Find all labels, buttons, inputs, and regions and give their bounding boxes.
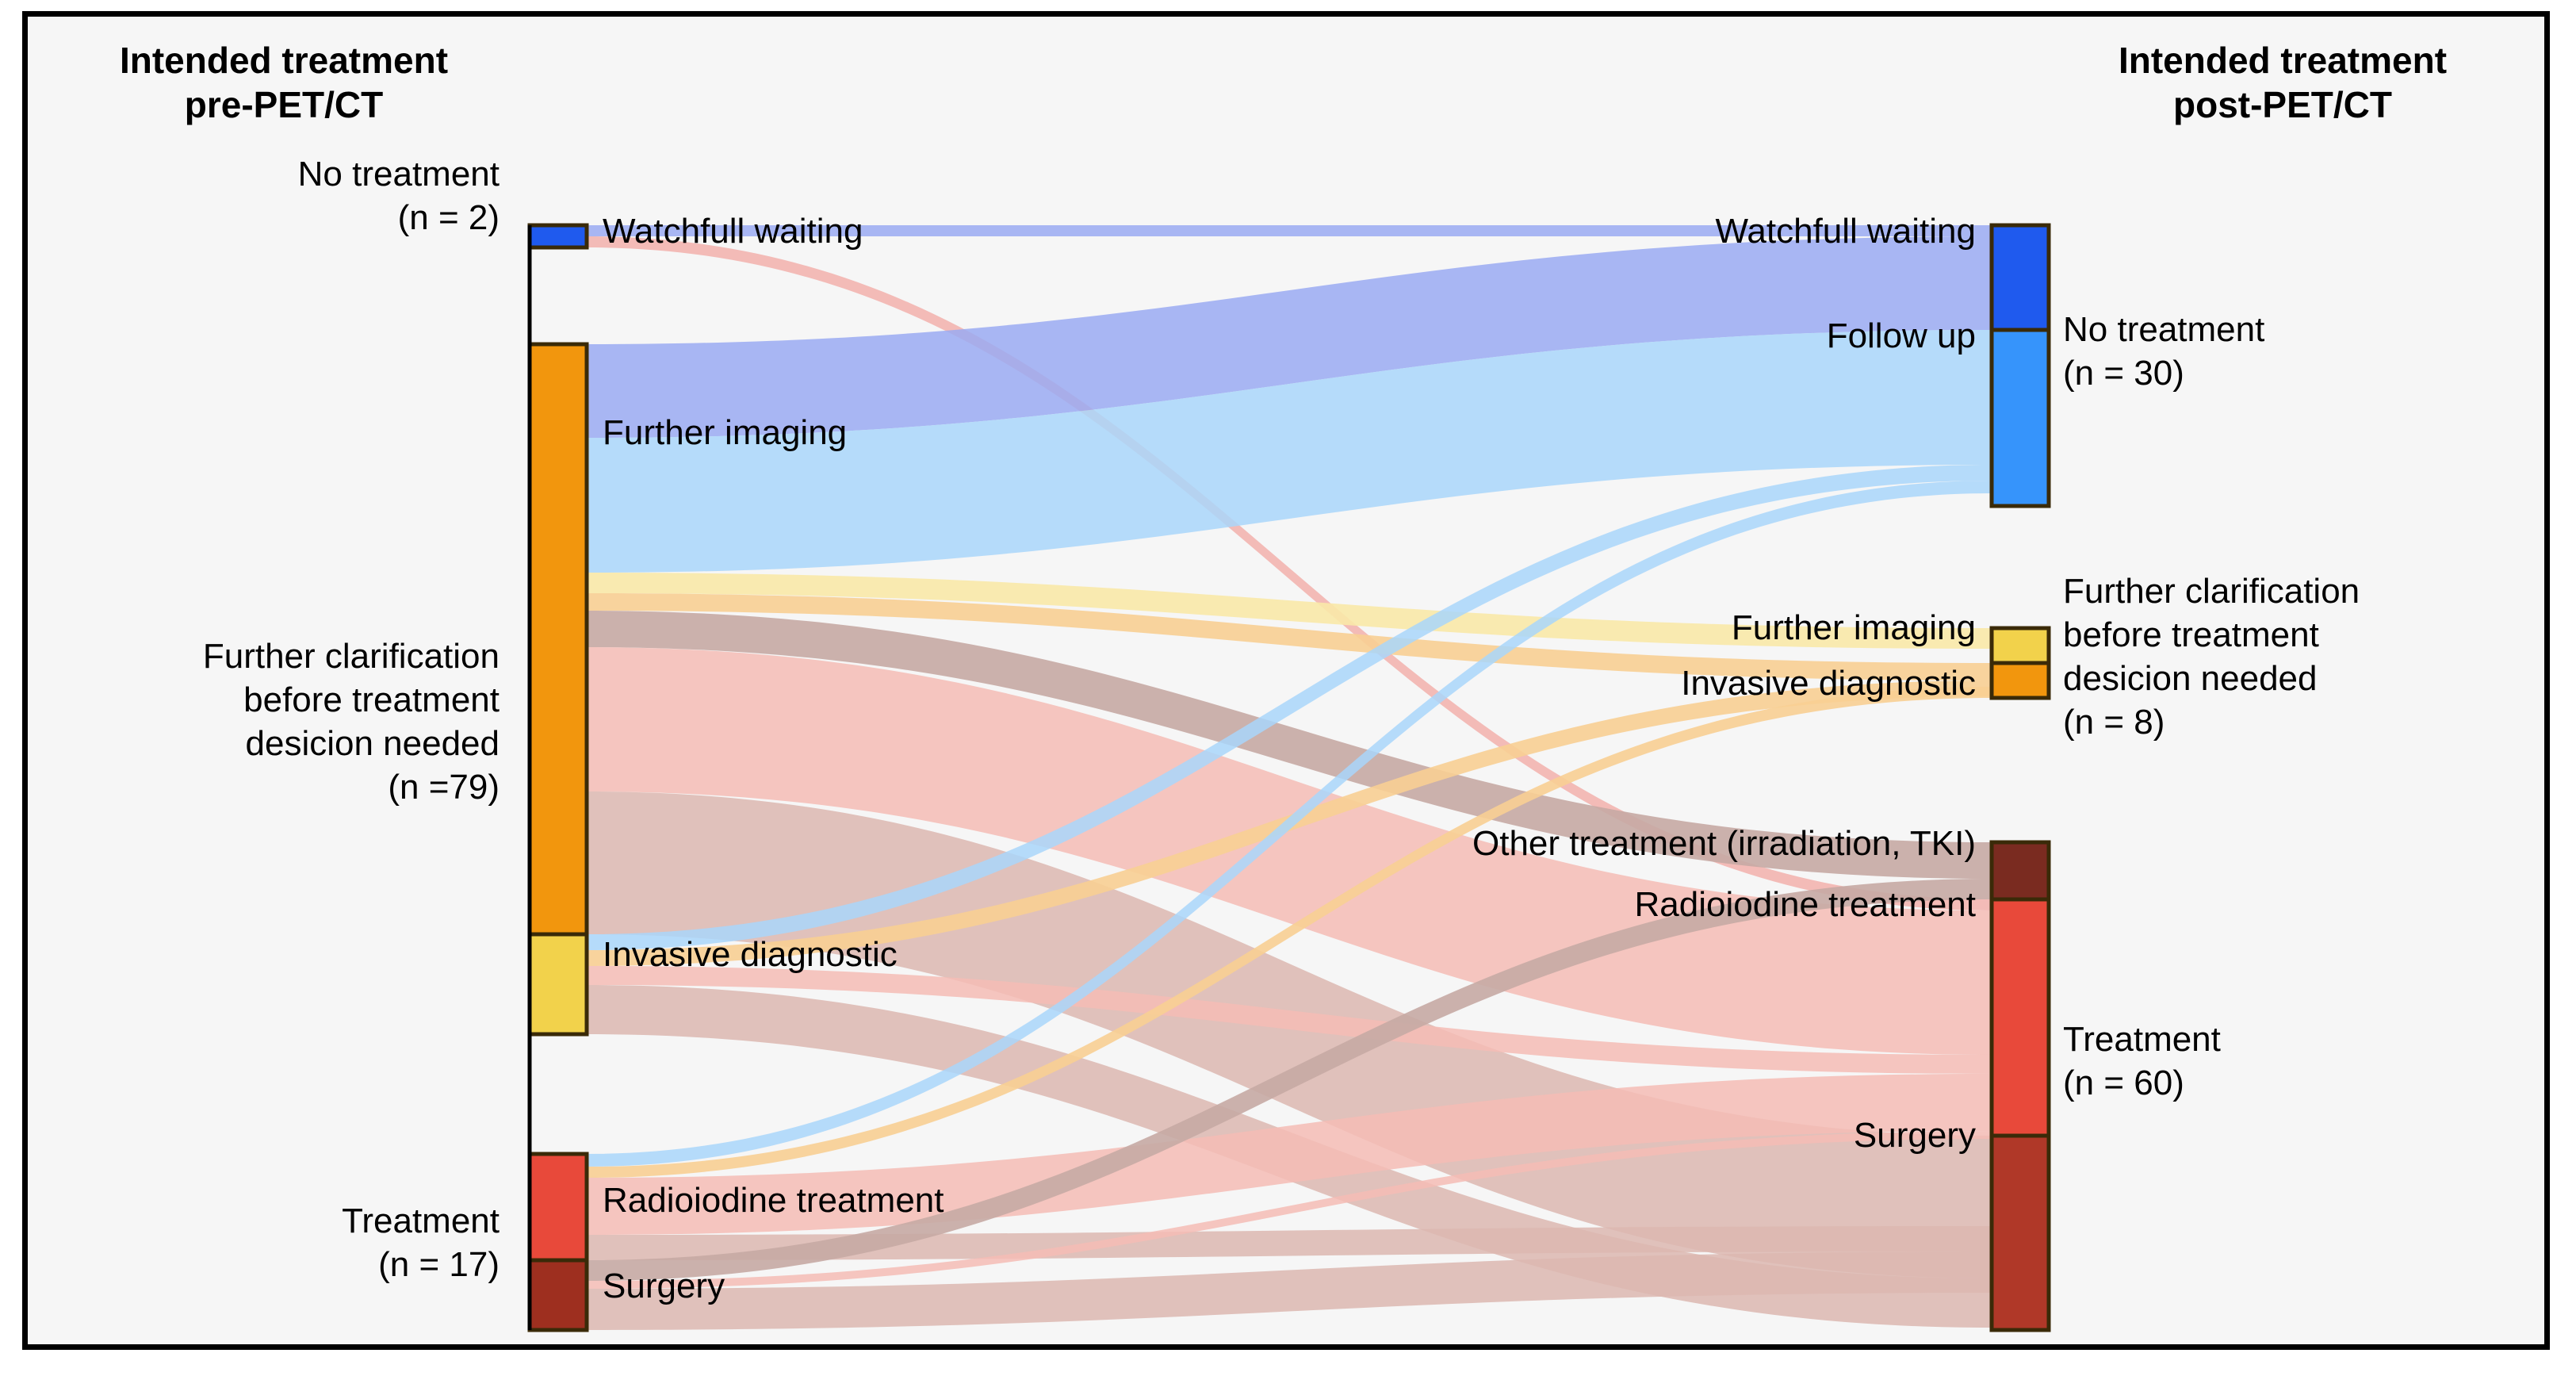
sankey-node-right-t_watch[interactable]: [1989, 223, 2051, 332]
sankey-node-right-t_radio[interactable]: [1989, 897, 2051, 1138]
target-label-watchfull-waiting: Watchfull waiting: [1715, 212, 1977, 251]
column-title-post: Intended treatment post-PET/CT: [2118, 40, 2448, 126]
sankey-node-right-t_inv[interactable]: [1989, 661, 2051, 700]
target-label-radioiodine-treatment: Radioiodine treatment: [1634, 885, 1976, 924]
source-label-further-imaging: Further imaging: [603, 413, 848, 452]
sankey-ribbon-fimg_other: [587, 611, 1992, 879]
sankey-ribbon-fimg_radio: [587, 647, 1992, 1055]
sankey-ribbon-surg_radio: [587, 1131, 1992, 1289]
target-label-surgery: Surgery: [1853, 1116, 1976, 1155]
sankey-ribbon-fimg_watch: [587, 236, 1992, 438]
target-label-follow-up: Follow up: [1826, 316, 1976, 355]
target-label-other-treatment: Other treatment (irradiation, TKI): [1472, 824, 1976, 863]
source-label-watchfull-waiting: Watchfull waiting: [603, 212, 863, 251]
target-label-further-imaging: Further imaging: [1731, 608, 1976, 647]
source-label-radioiodine-treatment: Radioiodine treatment: [603, 1181, 944, 1220]
right-node-label-no-treatment: No treatment (n = 30): [2063, 310, 2265, 393]
sankey-node-left-s_radio[interactable]: [527, 1152, 589, 1263]
sankey-ribbon-inv_fup: [587, 465, 1992, 950]
sankey-ribbon-surg_other: [587, 879, 1992, 1281]
sankey-ribbon-radio_radio: [587, 1074, 1992, 1235]
sankey-node-right-t_fimg[interactable]: [1989, 626, 2051, 665]
sankey-ribbon-radio_fup: [587, 481, 1992, 1167]
left-node-label-further-clarification: Further clarification before treatment d…: [202, 637, 500, 807]
sankey-ribbon-inv_radio: [587, 966, 1992, 1074]
sankey-ribbon-watch_watch: [587, 225, 1992, 236]
ribbon-layer: [587, 225, 1992, 1330]
sankey-node-left-s_fimg[interactable]: [527, 342, 589, 937]
sankey-node-right-t_surg[interactable]: [1989, 1133, 2051, 1332]
source-label-invasive-diagnostic: Invasive diagnostic: [603, 935, 898, 974]
sankey-ribbon-fimg_inv: [587, 593, 1992, 680]
source-label-surgery: Surgery: [603, 1267, 725, 1305]
sankey-node-right-t_other[interactable]: [1989, 840, 2051, 902]
sankey-ribbon-fimg_fup: [587, 330, 1992, 573]
sankey-node-left-s_surg[interactable]: [527, 1258, 589, 1332]
column-title-pre: Intended treatment pre-PET/CT: [119, 40, 449, 126]
target-label-invasive-diagnostic: Invasive diagnostic: [1681, 664, 1976, 703]
left-node-label-no-treatment: No treatment (n = 2): [297, 155, 500, 237]
sankey-ribbon-surg_surg: [587, 1251, 1992, 1330]
sankey-ribbon-radio_inv: [587, 687, 1992, 1178]
sankey-ribbon-fimg_fimg: [587, 573, 1992, 649]
node-layer: [527, 223, 2051, 1332]
left-node-label-treatment: Treatment (n = 17): [342, 1202, 500, 1284]
sankey-node-left-s_inv[interactable]: [527, 932, 589, 1037]
right-node-label-further-clarification: Further clarification before treatment d…: [2063, 572, 2360, 742]
sankey-node-right-t_fup[interactable]: [1989, 328, 2051, 508]
sankey-ribbon-watch_radio: [587, 236, 1992, 910]
right-node-label-treatment: Treatment (n = 60): [2063, 1020, 2221, 1102]
sankey-node-left-s_watch[interactable]: [527, 223, 589, 250]
